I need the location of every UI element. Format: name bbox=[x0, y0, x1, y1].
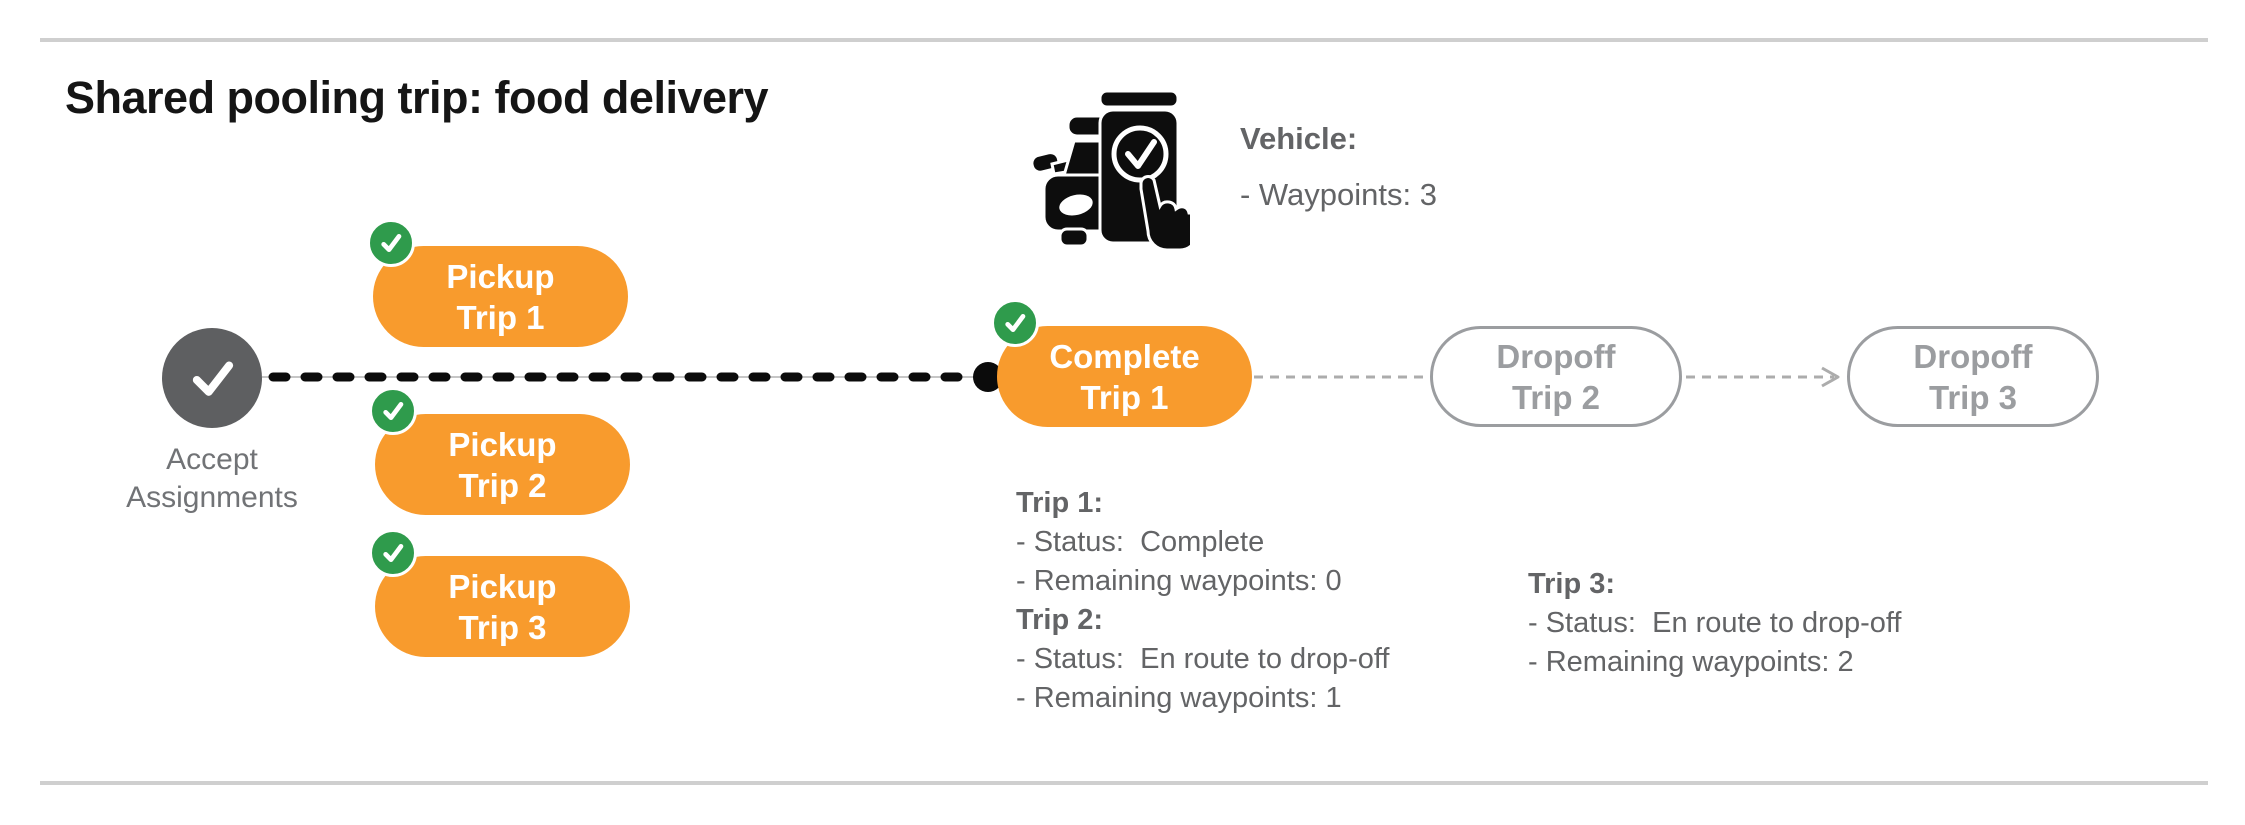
page-title: Shared pooling trip: food delivery bbox=[65, 72, 769, 123]
status-line: - Remaining waypoints: 1 bbox=[1016, 682, 1342, 714]
accept-assignments-label: Accept Assignments bbox=[62, 441, 362, 517]
status-line: - Status: Complete bbox=[1016, 526, 1265, 558]
status-line: Trip 1: bbox=[1016, 487, 1104, 519]
top-divider bbox=[40, 38, 2208, 42]
pill-label-line1: Dropoff bbox=[1496, 337, 1616, 375]
pill-label-line2: Trip 2 bbox=[458, 466, 547, 504]
pill-label-line2: Trip 3 bbox=[458, 608, 547, 646]
pickup-trip-3-node: Pickup Trip 3 bbox=[369, 529, 630, 657]
accept-label-line2: Assignments bbox=[126, 481, 298, 514]
pill-label-line2: Trip 3 bbox=[1928, 378, 2018, 416]
check-icon bbox=[192, 361, 234, 396]
complete-trip-1-node: Complete Trip 1 bbox=[991, 299, 1252, 427]
pill-label-line2: Trip 2 bbox=[1511, 378, 1601, 416]
status-line: - Remaining waypoints: 2 bbox=[1528, 646, 1854, 678]
check-badge-icon bbox=[367, 219, 415, 267]
vehicle-waypoints: - Waypoints: 3 bbox=[1240, 177, 1437, 212]
pill-label-line1: Pickup bbox=[448, 425, 557, 463]
accept-label-line1: Accept bbox=[166, 443, 258, 476]
dropoff-trip-2-node: Dropoff Trip 2 bbox=[1430, 326, 1682, 427]
check-badge-icon bbox=[991, 299, 1039, 347]
pill-label-line2: Trip 1 bbox=[1080, 378, 1169, 416]
arrowhead-icon bbox=[1821, 366, 1840, 388]
accept-assignments-node bbox=[162, 328, 262, 428]
car-phone-check-icon bbox=[1030, 90, 1190, 250]
dropoff-trip-3-node: Dropoff Trip 3 bbox=[1847, 326, 2099, 427]
pill-label-line1: Dropoff bbox=[1913, 337, 2033, 375]
check-badge-icon bbox=[369, 387, 417, 435]
trip-status-block-2: Trip 3: - Status: En route to drop-off -… bbox=[1528, 565, 1901, 682]
status-line: Trip 2: bbox=[1016, 604, 1104, 636]
pill-label-line1: Complete bbox=[1049, 337, 1200, 375]
bottom-divider bbox=[40, 781, 2208, 785]
status-line: - Status: En route to drop-off bbox=[1016, 643, 1390, 675]
pickup-trip-1-node: Pickup Trip 1 bbox=[367, 219, 628, 347]
status-line: Trip 3: bbox=[1528, 568, 1616, 600]
vehicle-label: Vehicle: bbox=[1240, 121, 1358, 156]
pickup-trip-2-node: Pickup Trip 2 bbox=[369, 387, 630, 515]
status-line: - Remaining waypoints: 0 bbox=[1016, 565, 1342, 597]
vehicle-info: Vehicle: - Waypoints: 3 bbox=[1240, 122, 1437, 212]
status-line: - Status: En route to drop-off bbox=[1528, 607, 1902, 639]
trip-status-block-1: Trip 1: - Status: Complete - Remaining w… bbox=[1016, 484, 1389, 718]
pill-label-line2: Trip 1 bbox=[456, 298, 545, 336]
pill-label-line1: Pickup bbox=[446, 257, 555, 295]
check-badge-icon bbox=[369, 529, 417, 577]
pill-label-line1: Pickup bbox=[448, 567, 557, 605]
